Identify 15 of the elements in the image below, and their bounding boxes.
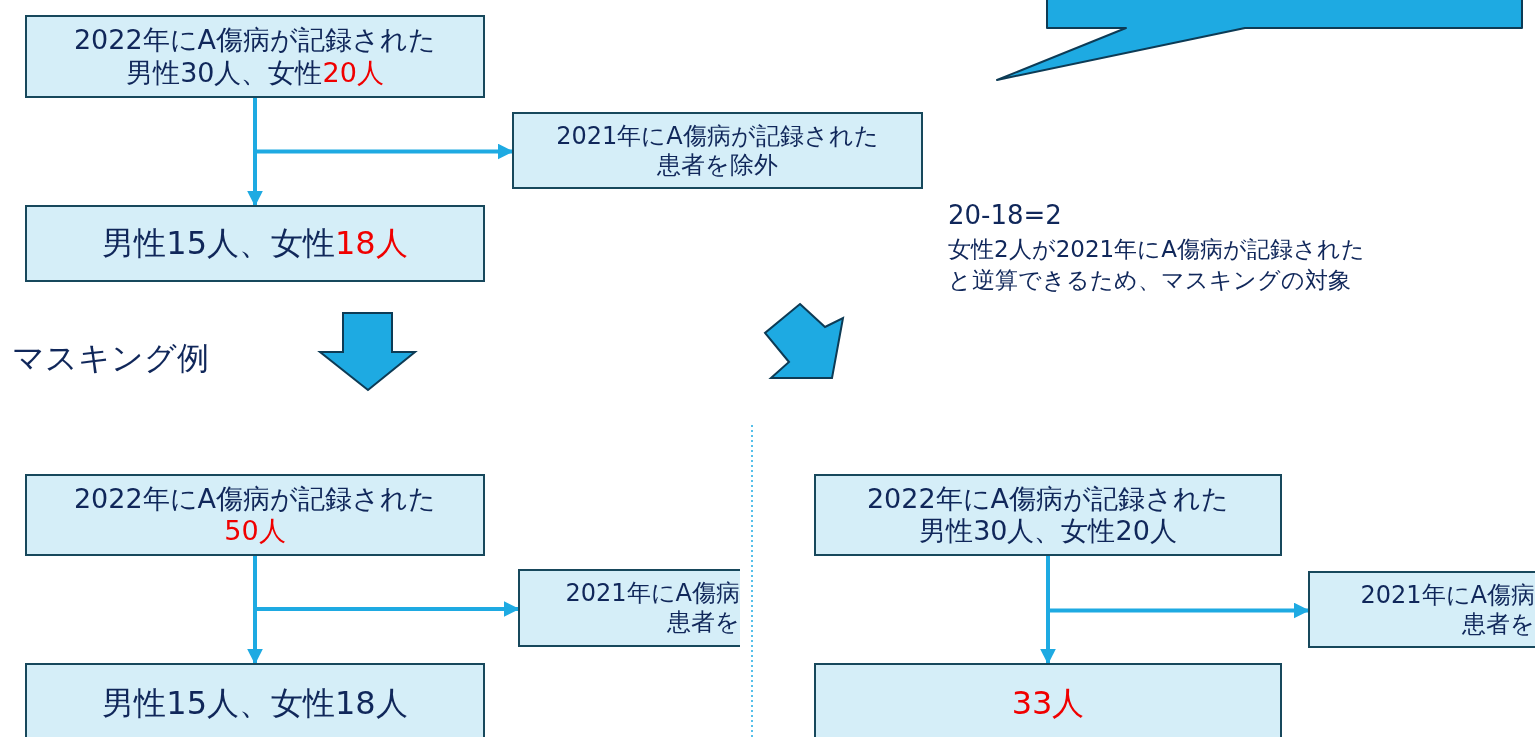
process-box: 2022年にA傷病が記録された 男性30人、女性20人 [814, 474, 1282, 556]
exclusion-box: 2021年にA傷病が記録された患者を除外 [512, 112, 923, 189]
result-box: 33人 [814, 663, 1282, 737]
arrow [1046, 556, 1310, 619]
exclusion-box: 2021年にA傷病患者を [518, 569, 740, 647]
process-box: 2022年にA傷病が記録された 男性30人、女性20人 [25, 15, 485, 98]
note-text: 女性2人が2021年にA傷病が記録されたと逆算できるため、マスキングの対象 [948, 235, 1366, 296]
arrow [253, 556, 520, 617]
process-box: 2022年にA傷病が記録された 50人 [25, 474, 485, 556]
arrow [253, 98, 514, 160]
section-heading: マスキング例 [12, 338, 209, 379]
result-box: 男性15人、女性18人 [25, 205, 485, 282]
exclusion-box: 2021年にA傷病患者を [1308, 571, 1535, 648]
note-text: 20-18=2 [948, 200, 1062, 230]
result-box: 男性15人、女性18人 [25, 663, 485, 737]
